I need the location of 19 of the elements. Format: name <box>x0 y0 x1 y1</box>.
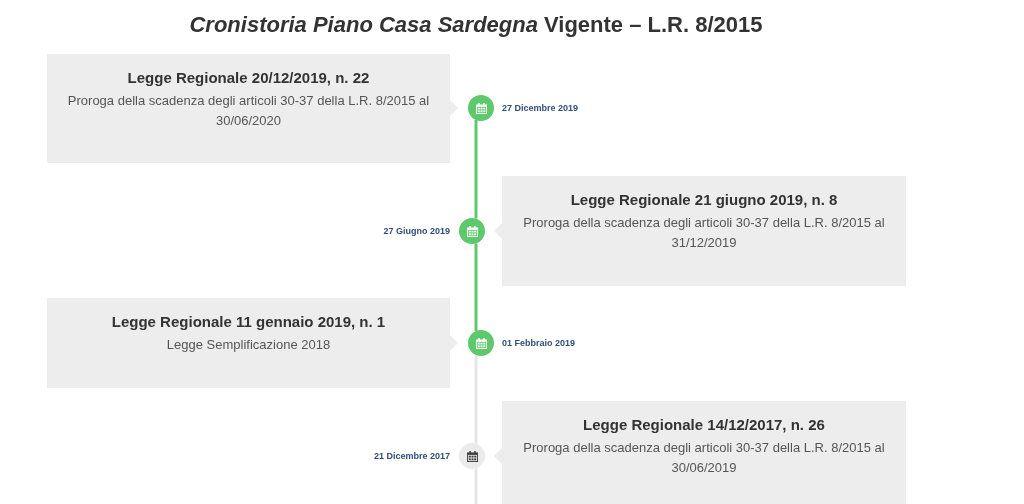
card-description: Proroga della scadenza degli articoli 30-37 della L.R. 8/2015 al 31/12/2019 <box>522 214 886 252</box>
card-title: Legge Regionale 20/12/2019, n. 22 <box>126 68 371 88</box>
date-label: 27 Dicembre 2019 <box>502 102 579 115</box>
timeline-line <box>474 120 478 219</box>
timeline-marker <box>459 218 485 244</box>
date-label: 01 Febbraio 2019 <box>502 337 576 350</box>
card-title: Legge Regionale 14/12/2017, n. 26 <box>582 415 826 435</box>
card-title: Legge Regionale 21 giugno 2019, n. 8 <box>569 190 839 210</box>
card-description: Proroga della scadenza degli articoli 30-37 della L.R. 8/2015 al 30/06/2019 <box>522 439 886 477</box>
card-description: Legge Semplificazione 2018 <box>165 336 332 354</box>
timeline-marker <box>468 95 494 121</box>
date-label: 27 Giugno 2019 <box>383 225 450 238</box>
timeline-marker <box>468 330 494 356</box>
card-description: Proroga della scadenza degli articoli 30-37 della L.R. 8/2015 al 30/06/2020 <box>66 92 431 130</box>
card-title: Legge Regionale 11 gennaio 2019, n. 1 <box>110 312 387 332</box>
date-label: 21 Dicembre 2017 <box>373 450 450 463</box>
timeline-line <box>474 243 478 331</box>
timeline-marker <box>459 443 485 469</box>
page-title: Cronistoria Piano Casa Sardegna Vigente – L.R. 8/2015 <box>188 11 764 39</box>
